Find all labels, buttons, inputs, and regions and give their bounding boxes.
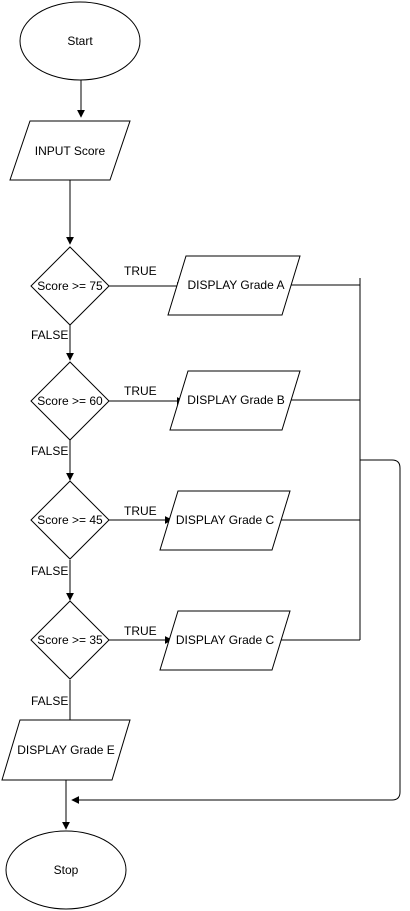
output-grade-c-2: DISPLAY Grade C xyxy=(159,610,291,671)
decision-3-true-label: TRUE xyxy=(124,504,157,518)
decision-3-false-label: FALSE xyxy=(31,564,68,578)
output-grade-c-1-label: DISPLAY Grade C xyxy=(176,513,275,527)
output-grade-c-1: DISPLAY Grade C xyxy=(159,490,291,551)
decision-4-condition: Score >= 35 xyxy=(37,633,103,647)
output-grade-c-2-label: DISPLAY Grade C xyxy=(176,633,275,647)
decision-4: Score >= 35 xyxy=(30,600,110,680)
decision-4-true-label: TRUE xyxy=(124,624,157,638)
decision-1-true-label: TRUE xyxy=(124,264,157,278)
input-parallelogram: INPUT Score xyxy=(9,120,131,181)
start-label: Start xyxy=(67,34,93,48)
decision-1: Score >= 75 xyxy=(30,246,110,326)
decision-2: Score >= 60 xyxy=(30,361,110,441)
decision-2-true-label: TRUE xyxy=(124,384,157,398)
stop-label: Stop xyxy=(54,863,79,877)
output-grade-e: DISPLAY Grade E xyxy=(1,719,131,781)
output-grade-b-label: DISPLAY Grade B xyxy=(187,393,285,407)
output-grade-a-label: DISPLAY Grade A xyxy=(188,278,285,292)
output-grade-a: DISPLAY Grade A xyxy=(167,255,301,316)
decision-2-condition: Score >= 60 xyxy=(37,394,103,408)
input-label: INPUT Score xyxy=(35,144,106,158)
decision-1-condition: Score >= 75 xyxy=(37,279,103,293)
start-terminal: Start xyxy=(19,1,141,81)
edge-merge-to-stop xyxy=(71,459,401,804)
output-grade-b: DISPLAY Grade B xyxy=(169,370,301,431)
decision-4-false-label: FALSE xyxy=(31,694,68,708)
decision-2-false-label: FALSE xyxy=(31,444,68,458)
decision-1-false-label: FALSE xyxy=(31,328,68,342)
decision-3: Score >= 45 xyxy=(30,480,110,560)
output-grade-e-label: DISPLAY Grade E xyxy=(17,743,115,757)
decision-3-condition: Score >= 45 xyxy=(37,513,103,527)
stop-terminal: Stop xyxy=(5,830,127,910)
